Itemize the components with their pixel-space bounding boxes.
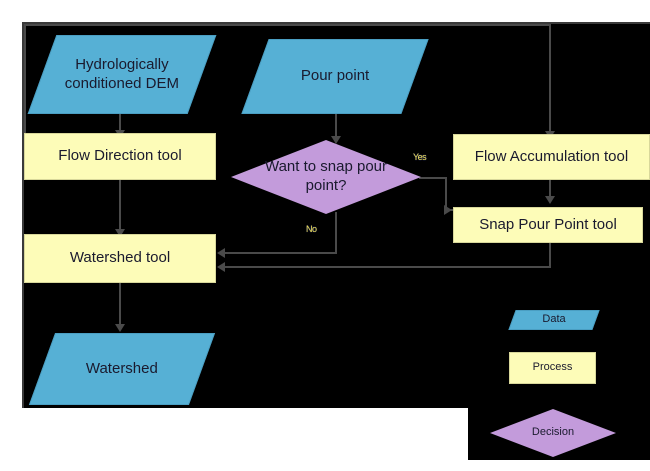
arrowhead-watershedtool-to-output [115, 324, 125, 332]
node-watershed-tool[interactable]: Watershed tool [24, 234, 216, 283]
legend-label-data: Data [542, 313, 566, 326]
connector-yes-right [419, 177, 447, 179]
connector-right-down [549, 24, 551, 134]
node-label: Watershed [86, 359, 158, 377]
node-decision-want-to-snap-pour-point[interactable]: Want to snap pour point? [231, 140, 421, 214]
node-flow-accumulation-tool[interactable]: Flow Accumulation tool [453, 134, 650, 180]
node-hydrologically-conditioned-dem[interactable]: Hydrologically conditioned DEM [27, 35, 217, 114]
arrowhead-flowdir-to-watershed [115, 229, 125, 237]
node-label: Watershed tool [69, 249, 171, 267]
node-label: Pour point [300, 67, 370, 85]
connector-watershedtool-to-output [119, 283, 121, 327]
connector-top-rail [24, 24, 551, 26]
branch-label-yes: Yes [413, 152, 427, 162]
connector-pourpoint-to-decision [335, 113, 337, 139]
connector-flowacc-to-snap [549, 180, 551, 198]
connector-snap-left [224, 266, 551, 268]
legend-label-decision: Decision [531, 426, 575, 439]
node-pour-point[interactable]: Pour point [241, 39, 429, 114]
arrowhead-no-to-watershed [217, 248, 225, 258]
node-label: Snap Pour Point tool [479, 215, 617, 233]
node-flow-direction-tool[interactable]: Flow Direction tool [24, 133, 216, 180]
legend-item-data: Data [508, 310, 600, 330]
node-label: Hydrologically conditioned DEM [64, 55, 180, 92]
node-label: Flow Direction tool [58, 147, 182, 165]
connector-no-down [335, 212, 337, 254]
arrowhead-flowacc-to-snap [545, 196, 555, 204]
connector-left-down [24, 24, 26, 158]
connector-no-left [224, 252, 337, 254]
connector-flowdir-to-watershed [119, 180, 121, 232]
arrowhead-pourpoint-to-decision [331, 136, 341, 144]
connector-snap-down [549, 242, 551, 268]
connector-dem-to-flowdir [119, 113, 121, 133]
branch-label-no: No [306, 224, 317, 234]
connector-yes-down [445, 177, 447, 209]
legend-item-process: Process [509, 352, 596, 384]
legend-item-decision: Decision [490, 409, 616, 457]
connector-yes-into-snap [445, 209, 453, 211]
node-watershed-output[interactable]: Watershed [28, 333, 216, 405]
node-snap-pour-point-tool[interactable]: Snap Pour Point tool [453, 207, 643, 243]
legend-label-process: Process [532, 361, 573, 374]
arrowhead-snap-to-watershed [217, 262, 225, 272]
node-label: Want to snap pour point? [264, 158, 387, 194]
node-label: Flow Accumulation tool [474, 147, 629, 165]
